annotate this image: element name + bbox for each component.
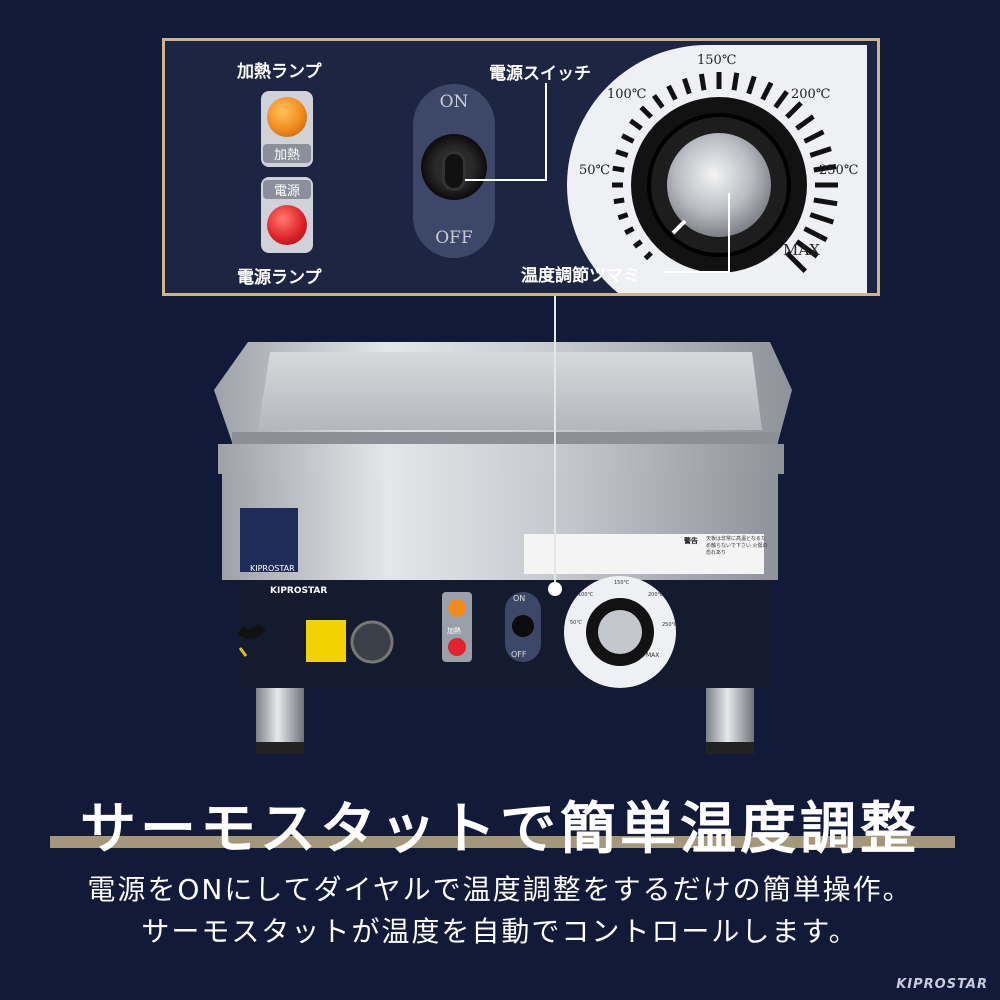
tick-250: 250℃ [819, 163, 859, 178]
mini-switch-off: OFF [511, 650, 527, 659]
dial-scale-segment [760, 81, 774, 101]
dial-scale-segment [813, 197, 838, 207]
dial-scale-segment [809, 146, 832, 158]
callout-line [554, 296, 556, 586]
dial-scale-segment [617, 212, 629, 221]
griddle-product-photo: KIPROSTAR KIPROSTAR 警告 天板は非常に高温となるため触らない… [0, 330, 1000, 770]
heat-lamp [267, 97, 307, 137]
power-switch[interactable] [421, 134, 487, 200]
heat-lamp-housing: 加熱 [261, 91, 313, 167]
warning-tag: 警告 [684, 537, 698, 545]
power-lamp-label: 電源ランプ [237, 268, 322, 288]
dial-scale-segment [629, 118, 643, 131]
dial-scale-segment [666, 84, 678, 101]
dial-scale-segment [803, 226, 828, 243]
power-lamp [267, 205, 307, 245]
dial-scale-segment [698, 73, 707, 91]
dial-label: 温度調節ツマミ [521, 266, 640, 286]
toggle-lever-icon [445, 154, 463, 188]
mini-tick-max: MAX [646, 652, 660, 659]
dial-scale-segment [615, 149, 629, 158]
dial-scale-segment [813, 164, 837, 173]
panel-logo: KIPROSTAR [270, 586, 328, 596]
temperature-knob[interactable] [667, 133, 771, 237]
dial-leader-line [728, 193, 730, 273]
dial-scale-segment [785, 101, 803, 119]
dial-scale-segment [795, 239, 819, 259]
dial-scale-segment [773, 90, 789, 109]
dial-scale-segment [731, 72, 740, 91]
dial-scale-segment [612, 165, 625, 173]
switch-leader-line [545, 83, 547, 181]
callout-dot [548, 582, 562, 596]
switch-on-label: ON [439, 92, 469, 112]
power-lamp-housing: 電源 [261, 177, 313, 253]
dial-scale-segment [682, 77, 692, 95]
griddle-illustration [214, 342, 792, 754]
power-switch-label: 電源スイッチ [489, 64, 591, 84]
description-line-1: 電源をONにしてダイヤルで温度調整をするだけの簡単操作。 [87, 873, 913, 906]
footer-brand-logo: KIPROSTAR [896, 977, 988, 992]
dial-scale-segment [620, 133, 635, 144]
tick-100: 100℃ [607, 87, 647, 102]
tick-50: 50℃ [579, 163, 611, 178]
power-switch-plate: ON OFF [413, 84, 495, 258]
mini-tick-200: 200℃ [648, 592, 664, 598]
dial-scale-segment [795, 114, 815, 131]
control-panel-closeup: 加熱ランプ 加熱 電源 電源ランプ ON OFF 電源スイッチ [162, 38, 880, 296]
mini-heat-tag: 加熱 [447, 627, 461, 635]
tick-200: 200℃ [791, 87, 831, 102]
power-lamp-tag: 電源 [263, 180, 311, 199]
mini-tick-100: 100℃ [578, 592, 594, 598]
headline-underline [50, 836, 955, 848]
dial-scale-segment [803, 129, 825, 144]
dial-scale-segment [809, 212, 835, 225]
description-line-2: サーモスタットが温度を自動でコントロールします。 [141, 915, 859, 948]
dial-scale-segment [643, 251, 653, 261]
tick-150: 150℃ [697, 53, 737, 68]
mini-tick-150: 150℃ [614, 580, 630, 586]
mini-tick-250: 250℃ [662, 622, 678, 628]
temperature-dial-plate: 50℃ 100℃ 150℃ 200℃ 250℃ MAX [567, 45, 867, 293]
dial-scale-segment [651, 94, 665, 109]
headline: サーモスタットで簡単温度調整 [80, 797, 920, 862]
heat-lamp-tag: 加熱 [263, 144, 311, 163]
dial-scale-segment [639, 105, 653, 119]
switch-leader-line-h [465, 179, 547, 181]
dial-scale-segment [785, 251, 808, 274]
switch-off-label: OFF [435, 228, 473, 248]
dial-scale-segment [613, 197, 625, 205]
tick-max: MAX [783, 241, 820, 259]
warning-text: 天板は非常に高温となるため触らないで下さい 火傷の恐れあり [706, 536, 768, 556]
dial-scale-svg [612, 72, 838, 274]
body-logo: KIPROSTAR [250, 564, 295, 573]
dial-leader-line-h [665, 271, 730, 273]
heat-lamp-label: 加熱ランプ [237, 62, 322, 82]
dial-scale-segment [624, 226, 635, 235]
dial-scale-segment [746, 75, 757, 95]
dial-scale-segment [632, 239, 643, 249]
mini-tick-50: 50℃ [570, 620, 582, 626]
mini-switch-on: ON [513, 594, 526, 603]
